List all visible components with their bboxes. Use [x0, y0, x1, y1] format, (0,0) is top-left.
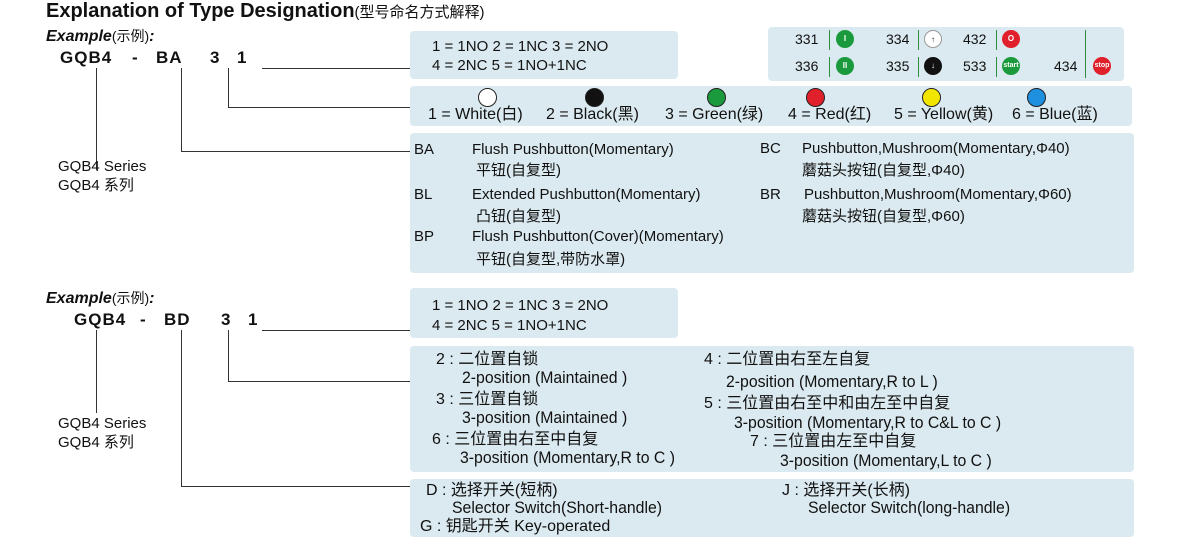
color-label-1: 1 = White(白)	[428, 106, 523, 123]
code-contact: 1	[248, 310, 259, 329]
connector-series-2	[96, 330, 97, 413]
icon-stop-red: stop	[1093, 57, 1111, 75]
icon-o-red: O	[1002, 30, 1020, 48]
code-type: BD	[164, 310, 191, 329]
icon-arrow-down-black: ↓	[924, 57, 942, 75]
code-position: 3	[221, 310, 232, 329]
connector-position	[228, 330, 229, 381]
contacts-box-1: 1 = 1NO 2 = 1NC 3 = 2NO 4 = 2NC 5 = 1NO+…	[410, 31, 678, 79]
color-label-2: 2 = Black(黑)	[546, 106, 639, 123]
color-dot-black	[585, 88, 604, 107]
positions-box: 2 : 二位置自锁 2-position (Maintained ) 4 : 二…	[410, 346, 1134, 472]
contact-codes-box: 331 I 334 ↑ 432 O 336 II 335 ↓ 533 start…	[768, 27, 1124, 81]
color-label-5: 5 = Yellow(黄)	[894, 106, 994, 123]
code-contact: 1	[237, 48, 248, 67]
connector-color	[228, 68, 229, 107]
types-box-2: D : 选择开关(短柄) Selector Switch(Short-handl…	[410, 479, 1134, 537]
code-dash: -	[140, 310, 147, 329]
contacts-box-2: 1 = 1NO 2 = 1NC 3 = 2NO 4 = 2NC 5 = 1NO+…	[410, 288, 678, 338]
color-dot-white	[478, 88, 497, 107]
color-dot-red	[806, 88, 825, 107]
icon-arrow-up-white: ↑	[924, 30, 942, 48]
connector-contact	[262, 68, 410, 69]
color-label-3: 3 = Green(绿)	[665, 106, 764, 123]
connector-contact-2	[262, 330, 410, 331]
types-box-1: BA Flush Pushbutton(Momentary) 平钮(自复型) B…	[410, 133, 1134, 273]
icon-start-green: start	[1002, 57, 1020, 75]
connector-type-2	[181, 330, 182, 486]
connector-type	[181, 68, 182, 151]
connector-series	[96, 68, 97, 170]
code-dash: -	[132, 48, 139, 67]
example-label-1: Example(示例):	[46, 28, 155, 45]
example-label-2: Example(示例):	[46, 290, 155, 307]
code-series: GQB4	[60, 48, 113, 67]
icon-i-green: I	[836, 30, 854, 48]
colors-box: 1 = White(白) 2 = Black(黑) 3 = Green(绿) 4…	[410, 86, 1132, 126]
color-dot-green	[707, 88, 726, 107]
code-color: 3	[210, 48, 221, 67]
code-type: BA	[156, 48, 183, 67]
page-title: Explanation of Type Designation(型号命名方式解释…	[46, 0, 485, 22]
color-dot-yellow	[922, 88, 941, 107]
code-series: GQB4	[74, 310, 127, 329]
color-label-6: 6 = Blue(蓝)	[1012, 106, 1098, 123]
icon-ii-green: II	[836, 57, 854, 75]
color-label-4: 4 = Red(红)	[788, 106, 872, 123]
color-dot-blue	[1027, 88, 1046, 107]
